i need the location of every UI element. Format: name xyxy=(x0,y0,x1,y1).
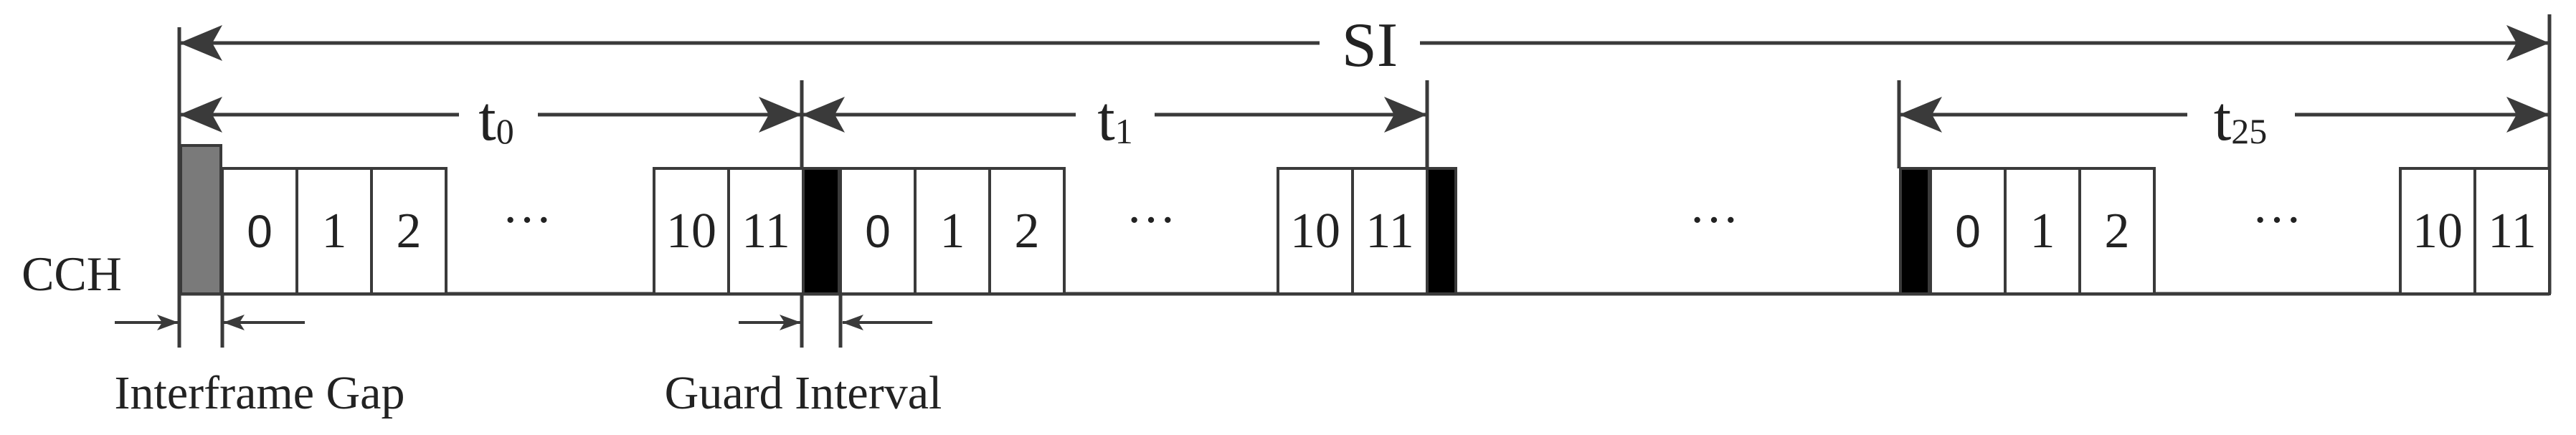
si-label: SI xyxy=(1342,11,1398,80)
slot-2-box xyxy=(2078,167,2156,295)
t25-dimension: t25 xyxy=(1899,85,2549,154)
slot-11-box xyxy=(1351,167,1429,295)
slot-group-t25 xyxy=(1929,167,2551,295)
slot-1-label: 1 xyxy=(322,204,347,259)
slot-11-label: 11 xyxy=(742,204,790,259)
slot-0-box xyxy=(221,167,298,295)
slot-10-label: 10 xyxy=(2412,204,2463,259)
slot-labels-t0: 0 1 2 ··· 10 11 xyxy=(247,193,790,259)
slot-11-label: 11 xyxy=(2488,204,2536,259)
slot-0-label: 0 xyxy=(1955,206,1981,257)
slot-0-label: 0 xyxy=(247,206,273,257)
slot-0-box xyxy=(839,167,917,295)
slot-0-box xyxy=(1929,167,2007,295)
interframe-gap-label: Interframe Gap xyxy=(115,367,405,419)
t1-dimension: t1 xyxy=(802,85,1427,154)
slot-10-box xyxy=(1277,167,1354,295)
slot-2-label: 2 xyxy=(397,204,422,259)
guard-block-1 xyxy=(802,167,840,295)
t0-label: t0 xyxy=(478,85,513,154)
si-dimension: SI xyxy=(179,11,2549,80)
slot-1-label: 1 xyxy=(2030,204,2055,259)
slot-11-box xyxy=(2473,167,2551,295)
slot-10-label: 10 xyxy=(1290,204,1340,259)
t25-label: t25 xyxy=(2214,85,2267,154)
slot-10-box xyxy=(2399,167,2476,295)
guard-block-2 xyxy=(1426,167,1457,295)
slot-10-box xyxy=(653,167,730,295)
slot-labels-t1: 0 1 2 ··· 10 11 xyxy=(865,193,1414,259)
slot-group-t1 xyxy=(839,167,1429,295)
ellipsis-t25: ··· xyxy=(2252,193,2302,248)
slot-11-label: 11 xyxy=(1365,204,1414,259)
ellipsis-t0: ··· xyxy=(502,193,552,248)
slot-1-box xyxy=(295,167,373,295)
slot-2-label: 2 xyxy=(2105,204,2130,259)
t1-label: t1 xyxy=(1097,85,1132,154)
ellipsis-middle: ··· xyxy=(1689,193,1739,248)
slot-0-label: 0 xyxy=(865,206,891,257)
guard-interval-label: Guard Interval xyxy=(665,367,942,419)
guard-block-3 xyxy=(1899,167,1931,295)
slot-2-box xyxy=(370,167,448,295)
slot-1-box xyxy=(2004,167,2081,295)
slot-11-box xyxy=(727,167,805,295)
t0-dimension: t0 xyxy=(179,85,802,154)
ellipsis-t1: ··· xyxy=(1126,193,1176,248)
slot-2-box xyxy=(988,167,1066,295)
slot-1-label: 1 xyxy=(940,204,965,259)
slot-group-t0 xyxy=(221,167,805,295)
slot-10-label: 10 xyxy=(666,204,716,259)
slot-labels-t25: 0 1 2 ··· 10 11 xyxy=(1955,193,2537,259)
slot-2-label: 2 xyxy=(1015,204,1040,259)
cch-block xyxy=(179,144,222,295)
cch-label: CCH xyxy=(22,247,122,301)
